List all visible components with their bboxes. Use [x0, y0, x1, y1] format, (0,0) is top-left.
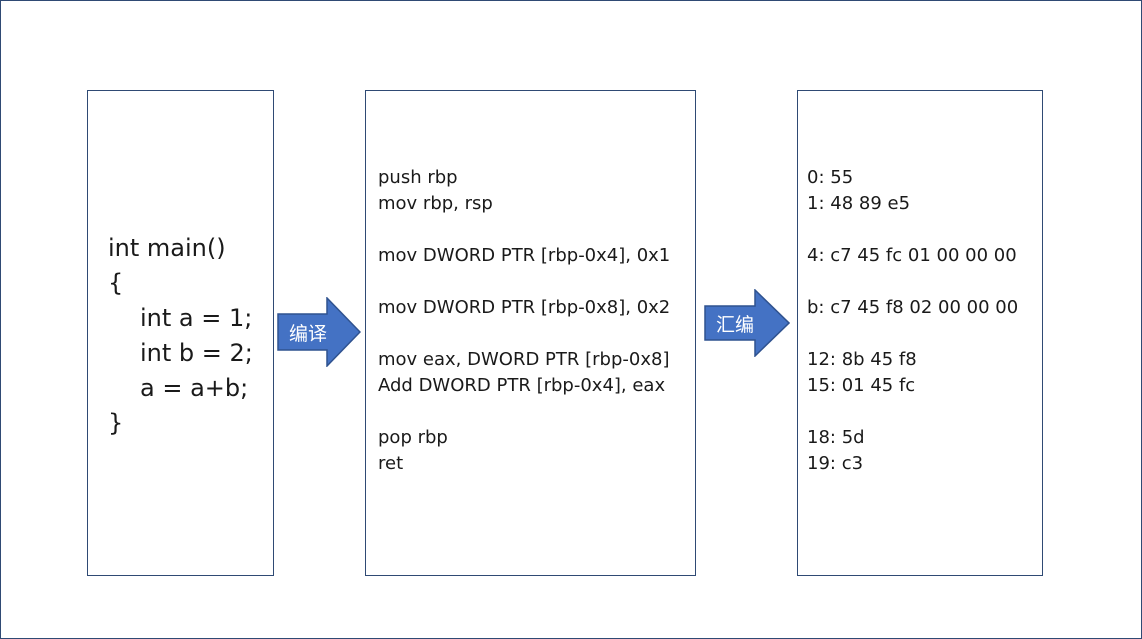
compile-arrow: 编译: [277, 297, 361, 367]
machine-code-line: [807, 269, 1018, 295]
assembly-line: mov eax, DWORD PTR [rbp-0x8]: [378, 349, 670, 370]
right-arrow-icon: [277, 297, 361, 367]
machine-code-line: b: c7 45 f8 02 00 00 00: [807, 297, 1019, 318]
machine-code-line: 19: c3: [807, 453, 864, 474]
machine-code-line: 12: 8b 45 f8: [807, 349, 917, 370]
source-line: int main(): [108, 234, 226, 262]
machine-code-line: [807, 399, 1018, 425]
assembly-line: ret: [378, 453, 404, 474]
assemble-label: 汇编: [716, 313, 755, 336]
machine-code-line: 18: 5d: [807, 427, 865, 448]
machine-code-line: [807, 217, 1018, 243]
assembly-line: push rbp: [378, 167, 458, 188]
assembly-code: push rbp mov rbp, rsp mov DWORD PTR [rbp…: [378, 165, 670, 477]
compile-label: 编译: [289, 322, 328, 345]
machine-code-line: 4: c7 45 fc 01 00 00 00: [807, 245, 1017, 266]
assemble-arrow: 汇编: [704, 289, 790, 357]
source-line: int b = 2;: [140, 339, 253, 367]
machine-code-line: 1: 48 89 e5: [807, 193, 911, 214]
machine-code-line: [807, 321, 1018, 347]
machine-code-box: 0: 55 1: 48 89 e5 4: c7 45 fc 01 00 00 0…: [797, 90, 1043, 576]
assembly-line: pop rbp: [378, 427, 448, 448]
assembly-line: Add DWORD PTR [rbp-0x4], eax: [378, 375, 666, 396]
machine-code: 0: 55 1: 48 89 e5 4: c7 45 fc 01 00 00 0…: [807, 165, 1018, 477]
source-line: int a = 1;: [140, 304, 253, 332]
source-line: {: [108, 269, 124, 297]
assembly-line: mov DWORD PTR [rbp-0x4], 0x1: [378, 245, 671, 266]
source-line: }: [108, 409, 124, 437]
assembly-line: [378, 269, 670, 295]
assembly-box: push rbp mov rbp, rsp mov DWORD PTR [rbp…: [365, 90, 696, 576]
assembly-line: mov DWORD PTR [rbp-0x8], 0x2: [378, 297, 671, 318]
assembly-line: [378, 321, 670, 347]
source-line: a = a+b;: [140, 374, 249, 402]
assembly-line: mov rbp, rsp: [378, 193, 493, 214]
source-code-box: int main() { int a = 1; int b = 2; a = a…: [87, 90, 274, 576]
assembly-line: [378, 217, 670, 243]
machine-code-line: 0: 55: [807, 167, 854, 188]
source-code: int main() { int a = 1; int b = 2; a = a…: [108, 231, 253, 441]
machine-code-line: 15: 01 45 fc: [807, 375, 916, 396]
right-arrow-icon: [704, 289, 790, 357]
assembly-line: [378, 399, 670, 425]
